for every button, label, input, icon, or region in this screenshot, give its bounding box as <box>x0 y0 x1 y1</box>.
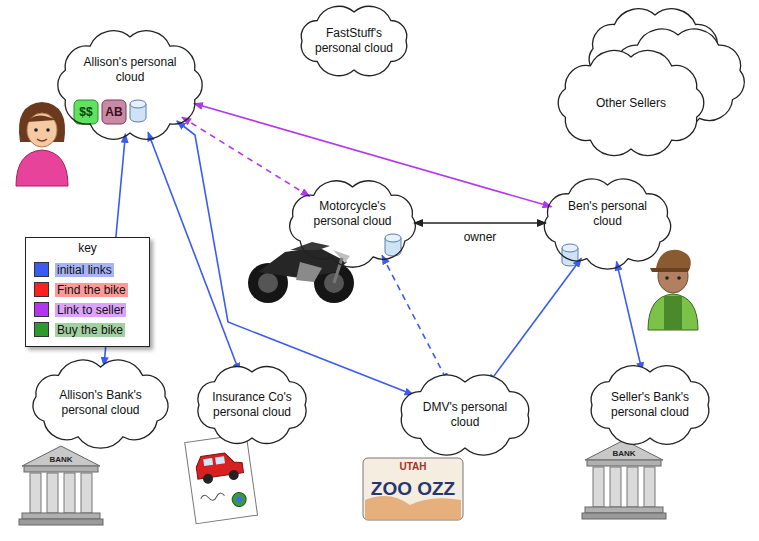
legend-title: key <box>26 240 149 256</box>
bank-sign: BANK <box>585 447 663 459</box>
edge-label: owner <box>461 230 500 244</box>
connector <box>194 103 552 206</box>
cloud-node: FastStuff's personal cloud <box>295 5 413 77</box>
cloud-text-block: Ben's personal cloud <box>562 199 654 229</box>
cloud-node: Ben's personal cloud <box>540 178 675 268</box>
legend-row: Find the bike <box>34 282 141 297</box>
license-plate <box>363 458 463 520</box>
legend-row: Buy the bike <box>34 322 141 337</box>
connector <box>414 222 546 224</box>
cloud-outline <box>401 375 528 455</box>
cloud-text-block: Seller's Bank's personal cloud <box>606 390 694 420</box>
connector <box>148 132 239 372</box>
legend-swatch <box>34 302 49 317</box>
cloud-text-block: Insurance Co's personal cloud <box>211 390 293 420</box>
legend-text: Buy the bike <box>55 323 125 337</box>
connector <box>617 262 643 372</box>
money-icon <box>74 100 98 124</box>
connector <box>488 258 581 383</box>
connector <box>382 255 448 382</box>
cloud-outline <box>198 367 306 444</box>
connector <box>177 121 414 395</box>
cloud-text-block: Allison's Bank's personal cloud <box>51 388 150 418</box>
cloud-label: Insurance Co's personal cloud <box>211 390 293 420</box>
cloud-label: Ben's personal cloud <box>562 199 654 229</box>
legend-row: initial links <box>34 262 141 277</box>
cloud-node: Allison's personal cloud <box>55 30 205 140</box>
cloud-label: Allison's personal cloud <box>79 55 181 85</box>
cloud-node: Seller's Bank's personal cloud <box>585 365 715 445</box>
database-icon <box>562 244 578 266</box>
cloud-outline <box>33 360 168 448</box>
bank-icon <box>582 440 666 519</box>
cloud-outline <box>558 50 704 155</box>
cloud-node: Insurance Co's personal cloud <box>192 365 312 445</box>
cloud-outline <box>544 179 670 269</box>
plate-state: UTAH <box>363 460 463 473</box>
motorcycle-picture <box>248 242 354 303</box>
cloud-shape <box>55 30 205 140</box>
cloud-outline <box>301 6 406 75</box>
plate-number: ZOO OZZ <box>363 475 463 503</box>
cloud-label: Motorcycle's personal cloud <box>307 199 399 229</box>
cloud-text-block: Other Sellers <box>580 96 683 111</box>
legend-swatch <box>34 262 49 277</box>
cloud-outline <box>290 181 416 267</box>
cloud-text-block: DMV's personal cloud <box>418 400 513 430</box>
legend-text: initial links <box>55 263 114 277</box>
cloud-node: Allison's Bank's personal cloud <box>28 360 173 446</box>
cloud-label: Other Sellers <box>580 96 683 111</box>
cloud-label: FastStuff's personal cloud <box>314 26 394 56</box>
bank-sign: BANK <box>22 453 100 465</box>
icon-label: $$ <box>74 100 98 124</box>
cloud-label: Allison's Bank's personal cloud <box>51 388 150 418</box>
cloud-label: Seller's Bank's personal cloud <box>606 390 694 420</box>
bank-icon <box>19 446 103 525</box>
cloud-node: Other Sellers <box>555 50 707 156</box>
cloud-node: Motorcycle's personal cloud <box>285 180 420 266</box>
cloud-text-block: FastStuff's personal cloud <box>314 26 394 56</box>
legend-row: Link to seller <box>34 302 141 317</box>
insurance-document <box>185 434 258 524</box>
id-icon <box>102 100 126 124</box>
allison-figure <box>16 102 68 186</box>
cloud-text-block: Motorcycle's personal cloud <box>307 199 399 229</box>
icon-label: AB <box>102 100 126 124</box>
database-icon <box>130 100 146 122</box>
ben-figure <box>648 250 698 330</box>
cloud-outline <box>58 31 202 139</box>
legend-text: Link to seller <box>55 303 126 317</box>
legend-swatch <box>34 282 49 297</box>
legend-text: Find the bike <box>55 283 128 297</box>
connector <box>182 117 310 196</box>
cloud-label: DMV's personal cloud <box>418 400 513 430</box>
cloud-text-block: Allison's personal cloud <box>79 55 181 85</box>
cloud-node: DMV's personal cloud <box>395 375 535 455</box>
legend-swatch <box>34 322 49 337</box>
cloud-outline <box>591 366 709 445</box>
